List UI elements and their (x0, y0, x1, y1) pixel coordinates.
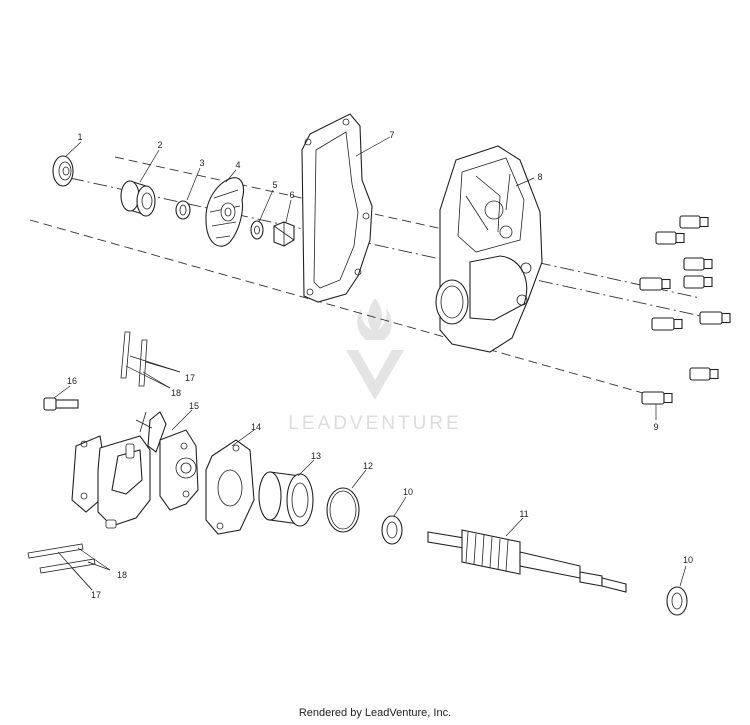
callout-15: 15 (189, 401, 199, 411)
callout-labels: 1 2 3 4 5 6 7 8 9 10 10 11 12 13 14 15 1… (67, 130, 693, 600)
part-nut (273, 221, 295, 247)
callout-8: 8 (537, 172, 542, 182)
part-shaft (427, 529, 627, 593)
callout-17-a: 17 (185, 373, 195, 383)
part-pump-gasket (205, 439, 255, 535)
leadventure-watermark: LEADVENTURE (288, 298, 461, 434)
part-o-ring (326, 487, 360, 533)
callout-4: 4 (235, 160, 240, 170)
leader-lines (53, 136, 687, 591)
callout-6: 6 (289, 190, 294, 200)
callout-14: 14 (251, 422, 261, 432)
part-bolts (639, 215, 731, 405)
part-washer-10-b (666, 586, 688, 616)
callout-1: 1 (77, 132, 82, 142)
callout-3: 3 (199, 158, 204, 168)
part-housing-cover (435, 145, 543, 353)
callout-9: 9 (653, 422, 658, 432)
callout-10-a: 10 (403, 487, 413, 497)
part-pins-upper (120, 331, 148, 387)
callout-2: 2 (157, 140, 162, 150)
callout-10-b: 10 (683, 555, 693, 565)
callout-17-b: 17 (91, 590, 101, 600)
part-washer (250, 220, 264, 240)
part-sleeve (258, 471, 314, 527)
part-bolt-16 (43, 397, 79, 411)
part-pins-lower (27, 543, 96, 574)
part-seal (52, 155, 74, 187)
rendered-by-footer: Rendered by LeadVenture, Inc. (298, 707, 452, 719)
callout-7: 7 (389, 130, 394, 140)
callout-11: 11 (519, 509, 528, 519)
callout-13: 13 (311, 451, 321, 461)
watermark-v-icon (346, 350, 404, 400)
callout-5: 5 (272, 180, 277, 190)
callout-12: 12 (363, 461, 373, 471)
part-bearing (120, 180, 156, 217)
watermark-flame-icon (357, 298, 392, 340)
callout-16: 16 (67, 376, 77, 386)
part-washer-10-a (381, 515, 403, 545)
callout-18-b: 18 (117, 570, 127, 580)
callout-18-a: 18 (171, 388, 181, 398)
part-gasket (301, 113, 373, 303)
part-ring-small (175, 200, 191, 220)
part-impeller (205, 177, 245, 247)
part-pump-body (71, 411, 199, 529)
watermark-text: LEADVENTURE (288, 413, 461, 434)
